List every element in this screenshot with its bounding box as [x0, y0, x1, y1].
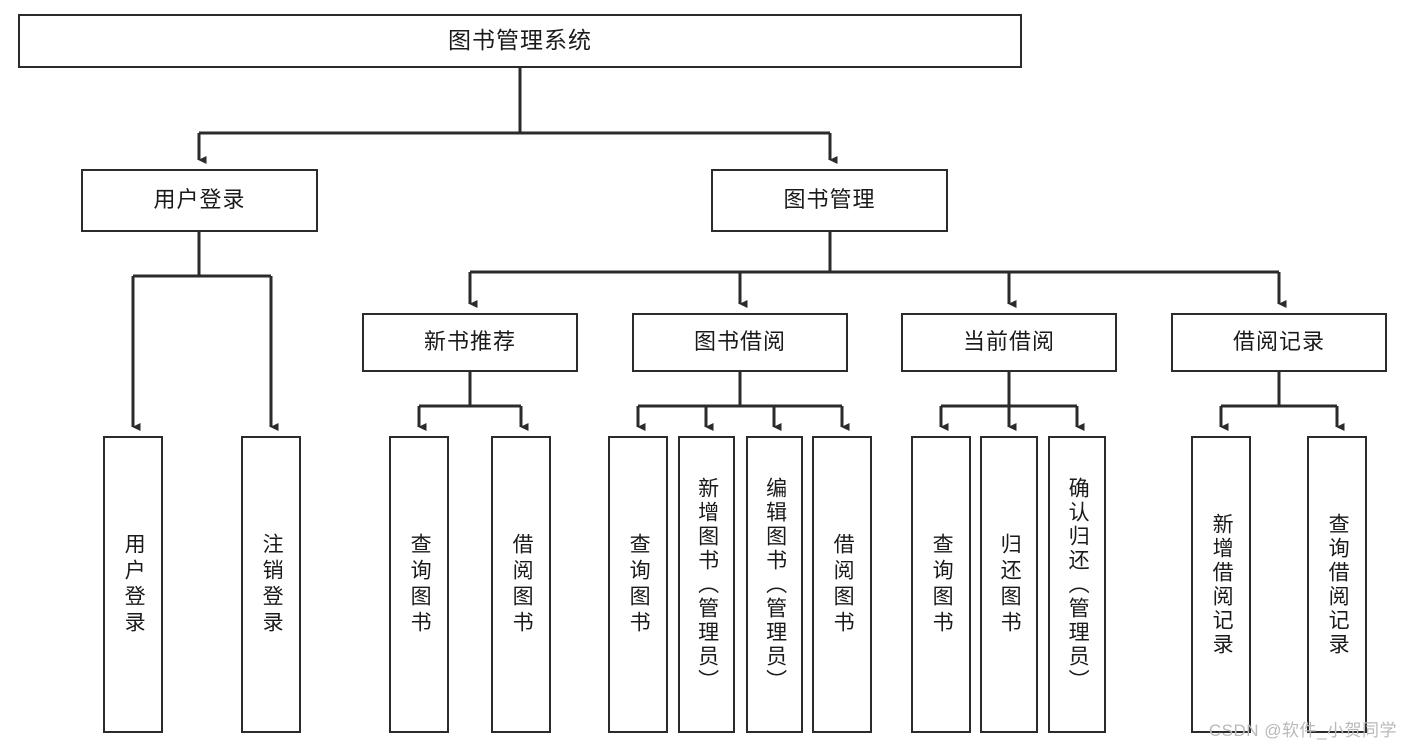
- node-label: 编辑图书（管理员）: [763, 476, 787, 693]
- node-leaf-query-book-borrow[interactable]: 查询图书: [608, 436, 668, 733]
- node-leaf-query-borrow-record[interactable]: 查询借阅记录: [1307, 436, 1367, 733]
- node-label: 查询图书: [408, 532, 432, 637]
- node-label: 图书管理系统: [448, 27, 592, 54]
- node-leaf-add-book-admin[interactable]: 新增图书（管理员）: [678, 436, 735, 733]
- node-new-book-recommend[interactable]: 新书推荐: [362, 313, 578, 372]
- node-leaf-query-book-current[interactable]: 查询图书: [911, 436, 971, 733]
- node-label: 借阅图书: [510, 532, 534, 637]
- node-book-borrow[interactable]: 图书借阅: [632, 313, 848, 372]
- csdn-watermark: CSDN @软件_小贺同学: [1208, 721, 1397, 740]
- node-leaf-edit-book-admin[interactable]: 编辑图书（管理员）: [746, 436, 803, 733]
- node-label: 查询图书: [627, 532, 651, 637]
- node-leaf-user-login[interactable]: 用户登录: [103, 436, 163, 733]
- node-current-borrow[interactable]: 当前借阅: [901, 313, 1117, 372]
- node-label: 用户登录: [153, 187, 246, 213]
- node-label: 新增图书（管理员）: [695, 476, 719, 693]
- node-label: 新书推荐: [423, 329, 516, 355]
- node-label: 查询图书: [930, 532, 954, 637]
- node-label: 图书借阅: [693, 329, 786, 355]
- node-leaf-add-borrow-record[interactable]: 新增借阅记录: [1191, 436, 1251, 733]
- node-root-book-management-system[interactable]: 图书管理系统: [18, 14, 1022, 68]
- node-label: 图书管理: [783, 187, 876, 213]
- node-book-manage[interactable]: 图书管理: [711, 169, 948, 232]
- node-label: 注销登录: [260, 532, 284, 637]
- node-leaf-confirm-return-admin[interactable]: 确认归还（管理员）: [1048, 436, 1106, 733]
- node-label: 借阅记录: [1232, 329, 1325, 355]
- node-label: 用户登录: [122, 532, 146, 637]
- node-leaf-logout-login[interactable]: 注销登录: [241, 436, 301, 733]
- node-leaf-borrow-book-borrow[interactable]: 借阅图书: [812, 436, 872, 733]
- node-label: 确认归还（管理员）: [1066, 476, 1090, 693]
- node-leaf-return-book[interactable]: 归还图书: [980, 436, 1038, 733]
- node-label: 借阅图书: [831, 532, 855, 637]
- node-user-login[interactable]: 用户登录: [81, 169, 318, 232]
- node-label: 当前借阅: [962, 329, 1055, 355]
- node-label: 归还图书: [998, 532, 1022, 637]
- node-leaf-query-book-recommend[interactable]: 查询图书: [389, 436, 449, 733]
- node-borrow-record[interactable]: 借阅记录: [1171, 313, 1387, 372]
- node-leaf-borrow-book-recommend[interactable]: 借阅图书: [491, 436, 551, 733]
- node-label: 查询借阅记录: [1326, 512, 1350, 657]
- node-label: 新增借阅记录: [1210, 512, 1234, 657]
